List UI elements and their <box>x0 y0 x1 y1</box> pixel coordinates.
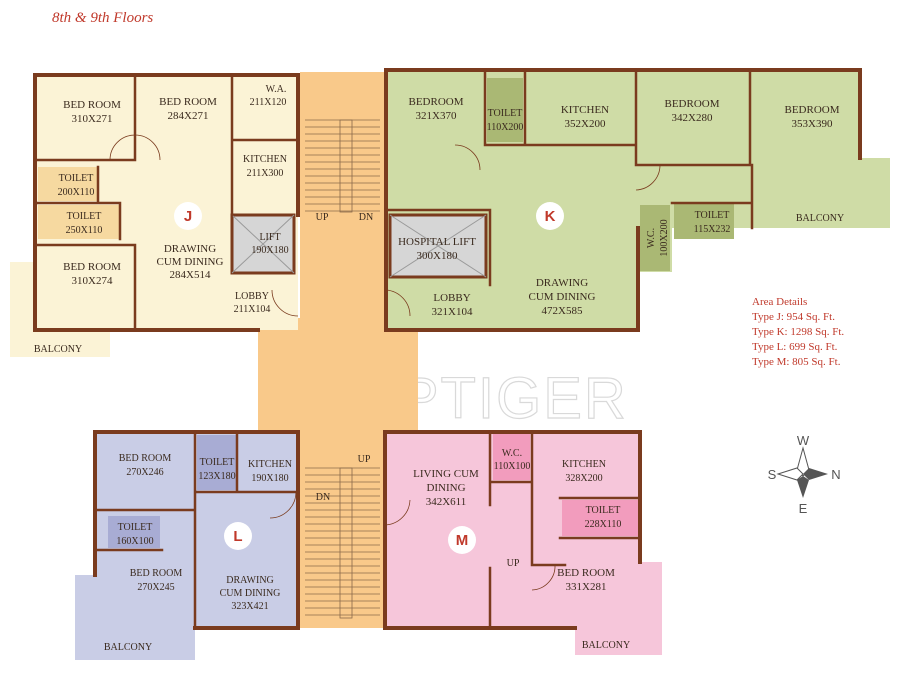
stair-dn-2: DN <box>316 492 330 503</box>
unit-m-letter: M <box>456 532 469 549</box>
unit-m-marker <box>448 526 476 554</box>
lift-cross <box>389 214 487 278</box>
area-line: Type M: 805 Sq. Ft. <box>752 356 841 368</box>
j-outer-wall <box>33 73 300 332</box>
lift-cross <box>231 214 295 274</box>
l-toilet1-floor <box>197 435 237 490</box>
m-inner-walls <box>488 430 642 630</box>
stair-up-2: UP <box>358 454 371 465</box>
stair-up-3: UP <box>507 558 520 569</box>
floor-title: 8th & 9th Floors <box>52 10 154 26</box>
unit-m <box>385 432 662 655</box>
m-outer-wall <box>383 430 642 630</box>
stair-dn-1: DN <box>359 212 373 223</box>
stair-up-1: UP <box>316 212 329 223</box>
k-toilet2-floor <box>674 203 734 239</box>
k-toilet1-floor <box>487 78 523 142</box>
m-balcony-label: BALCONY <box>582 640 630 651</box>
j-toilet1-floor <box>38 167 98 201</box>
k-balcony-label: BALCONY <box>796 213 844 224</box>
compass-w: W <box>797 433 810 448</box>
area-line: Type K: 1298 Sq. Ft. <box>752 326 845 338</box>
area-line: Type J: 954 Sq. Ft. <box>752 311 835 323</box>
k-wc-label: W.C.100X200 <box>646 219 670 256</box>
j-inner-walls <box>33 73 300 332</box>
walls <box>33 68 862 630</box>
unit-j-balcony-floor <box>10 262 110 357</box>
m-toilet-floor <box>562 500 638 536</box>
k-outer-wall <box>384 68 862 332</box>
unit-m-floor <box>385 432 662 655</box>
unit-j-marker <box>174 202 202 230</box>
compass-s: S <box>768 467 777 482</box>
compass-e: E <box>799 501 808 516</box>
m-wc-floor <box>493 434 530 480</box>
unit-k-letter: K <box>545 208 556 225</box>
unit-l <box>75 432 298 660</box>
stair-lower <box>305 467 380 619</box>
central-core <box>258 72 418 628</box>
compass-n: N <box>831 467 840 482</box>
k-inner-walls <box>384 68 754 287</box>
l-toilet2-floor <box>108 516 160 548</box>
k-wc-floor <box>640 205 670 271</box>
j-toilet2-floor <box>38 205 120 239</box>
unit-j-letter: J <box>184 208 192 225</box>
area-details: Area Details Type J: 954 Sq. Ft. Type K:… <box>752 295 844 370</box>
unit-l-marker <box>224 522 252 550</box>
l-balcony-label: BALCONY <box>104 642 152 653</box>
unit-markers: J K L M <box>174 202 564 554</box>
l-inner-walls <box>93 430 300 630</box>
door-arcs <box>109 134 661 591</box>
area-heading: Area Details <box>752 296 808 308</box>
area-line: Type L: 699 Sq. Ft. <box>752 341 838 353</box>
j-balcony-label: BALCONY <box>34 344 82 355</box>
unit-k <box>386 70 890 330</box>
unit-l-letter: L <box>233 528 242 545</box>
unit-k-marker <box>536 202 564 230</box>
stair-upper <box>305 119 380 213</box>
j-wa-label: W.A.211X120 <box>250 84 287 108</box>
stair-labels: UP DN UP DN UP <box>316 212 520 569</box>
m-wc-label: W.C.110X100 <box>494 448 531 472</box>
l-outer-wall <box>93 430 300 630</box>
unit-l-floor <box>75 432 298 660</box>
compass-rose-icon: W S N E <box>768 433 841 516</box>
